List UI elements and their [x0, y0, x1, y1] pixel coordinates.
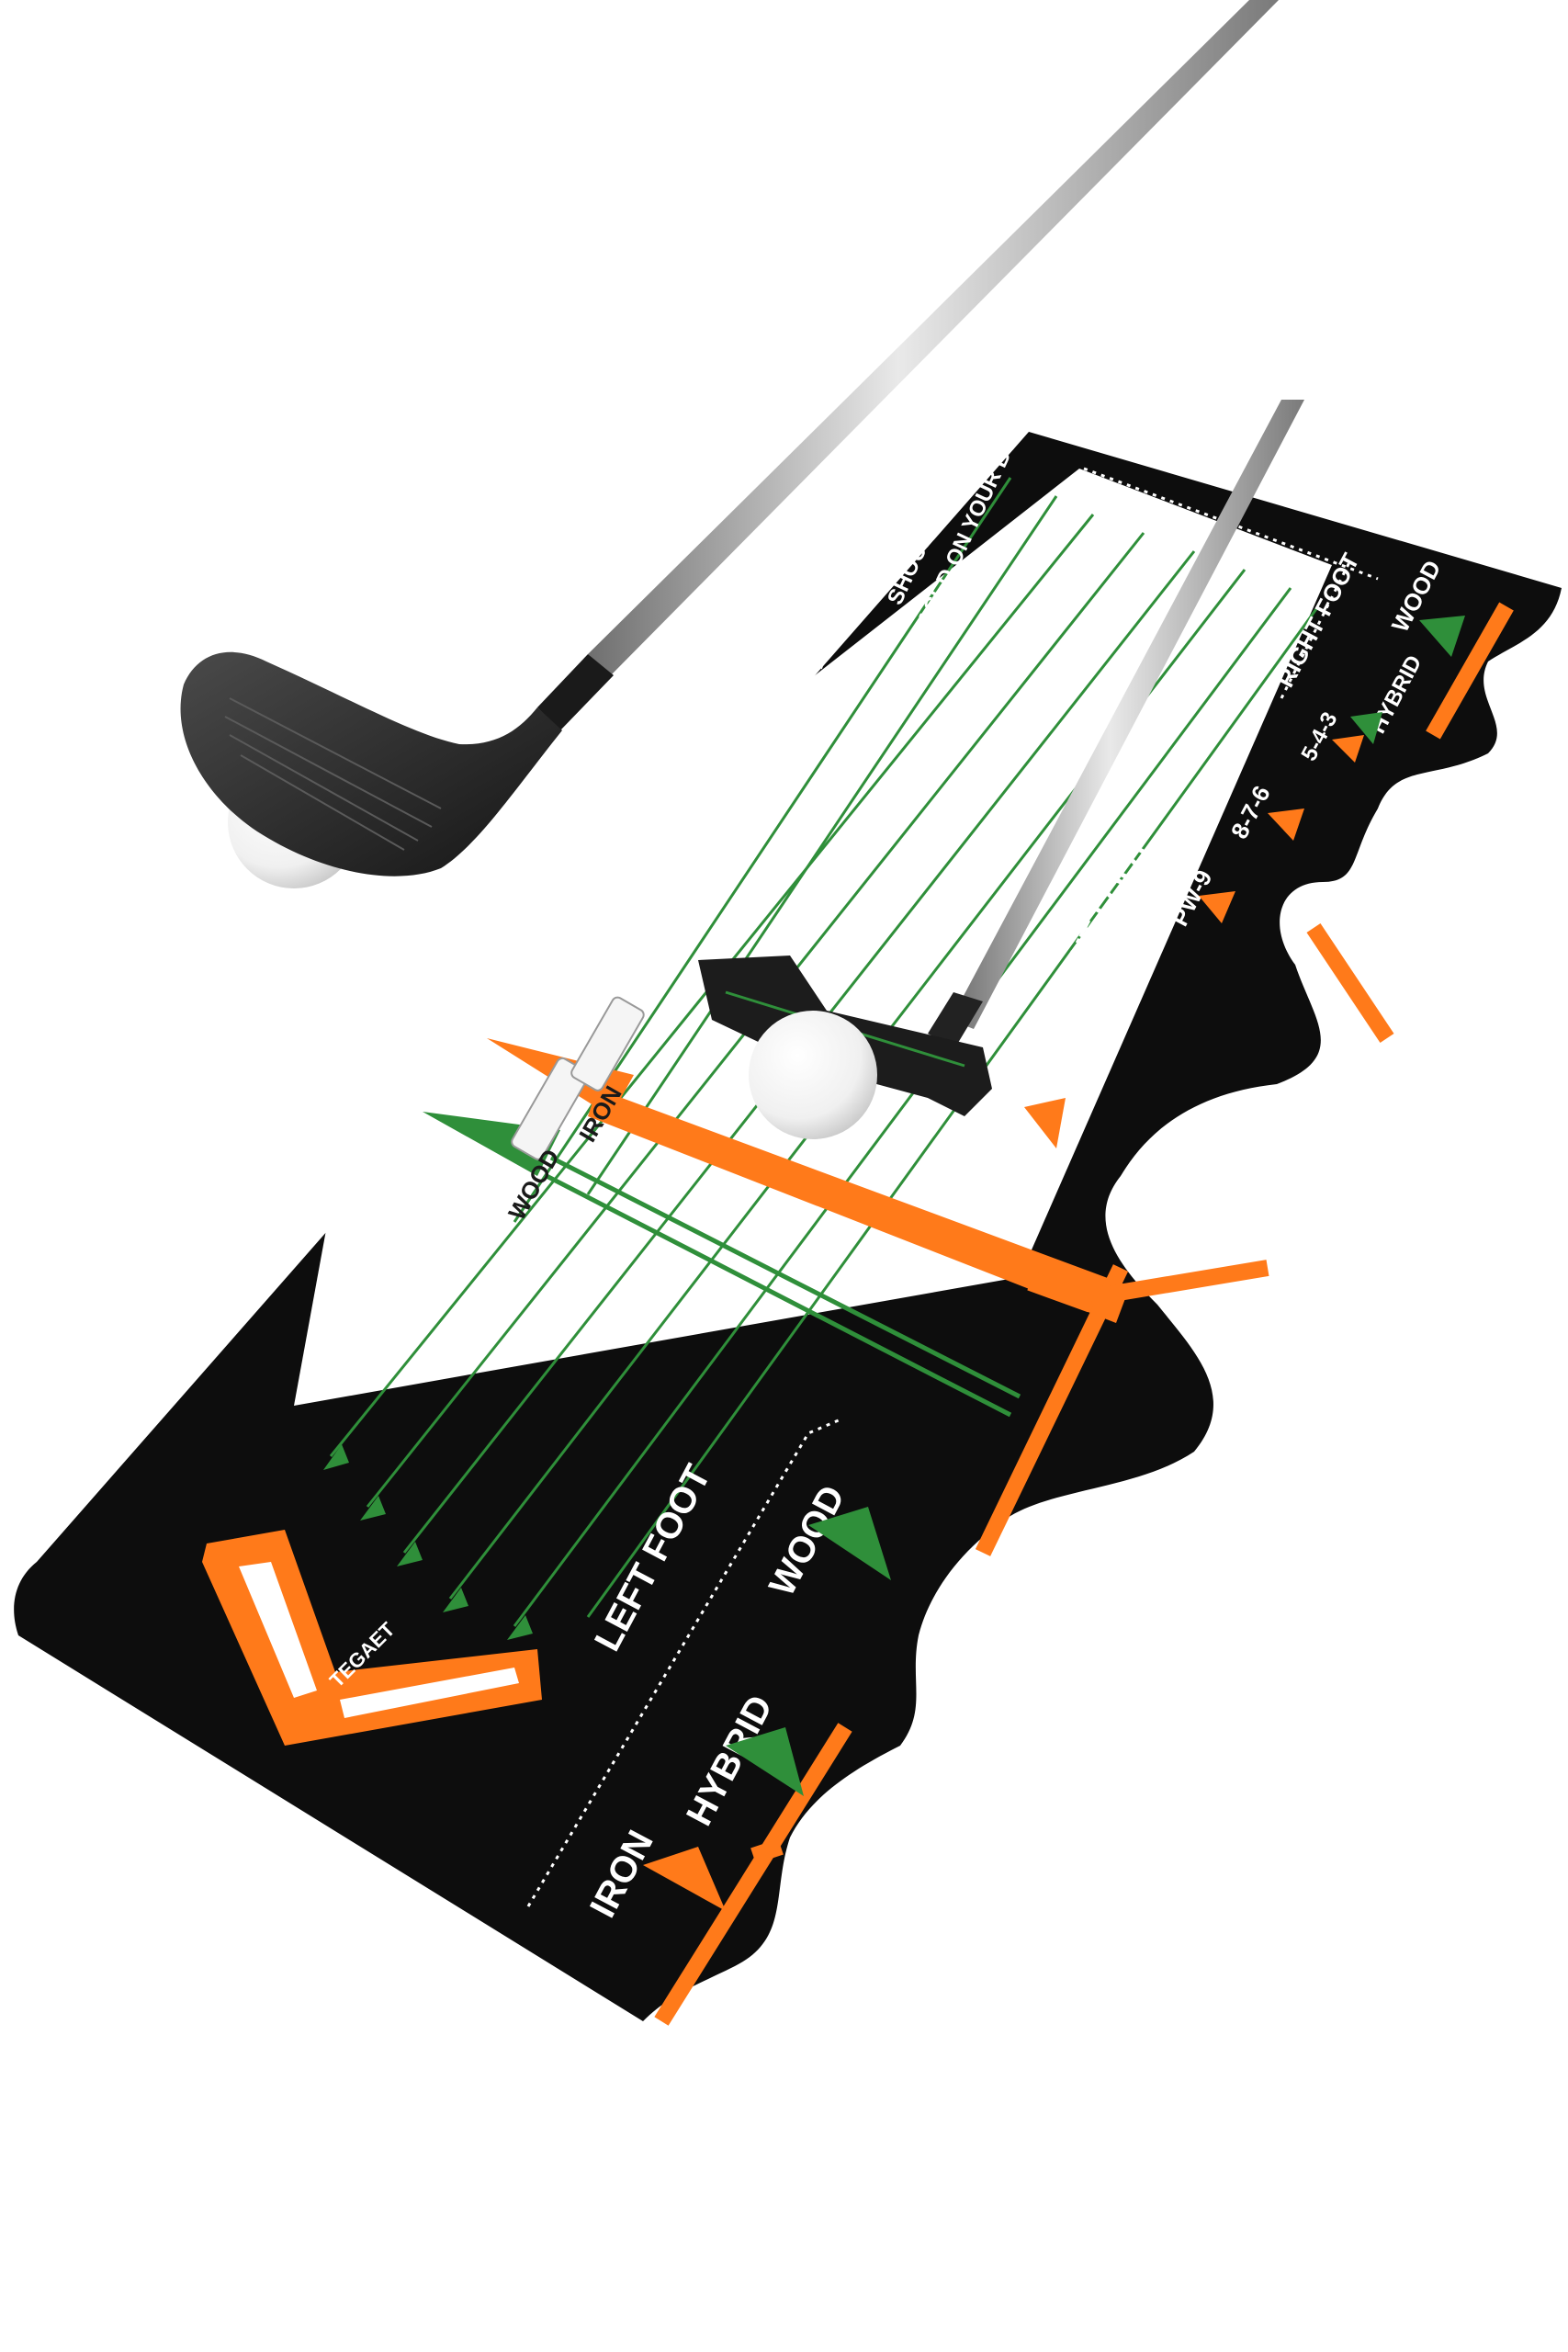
- golf-ball-icon: [749, 1011, 877, 1139]
- right-hybrid-marker: [1350, 712, 1382, 744]
- right-876-marker: [1268, 808, 1304, 841]
- alignment-mat: TEGAET LEFT FOOT IRON HYBRID WOOD dosofe…: [14, 354, 1562, 2026]
- right-pw9-marker: [1199, 891, 1235, 923]
- left-iron-marker: [643, 1847, 726, 1911]
- right-543-marker: [1332, 735, 1364, 763]
- right-wood-marker: [1419, 616, 1465, 657]
- left-wood-marker: [808, 1507, 891, 1580]
- alignment-panel: [294, 469, 1332, 1406]
- green-arrowheads: [323, 1444, 533, 1640]
- orange-baseline: [750, 1838, 784, 1864]
- iron-club-icon: [180, 0, 1279, 876]
- iron-club-head: [180, 651, 562, 876]
- right-sw-marker: [1024, 1098, 1066, 1148]
- orange-stance-bars: [654, 602, 1514, 2026]
- left-hybrid-marker: [726, 1727, 804, 1796]
